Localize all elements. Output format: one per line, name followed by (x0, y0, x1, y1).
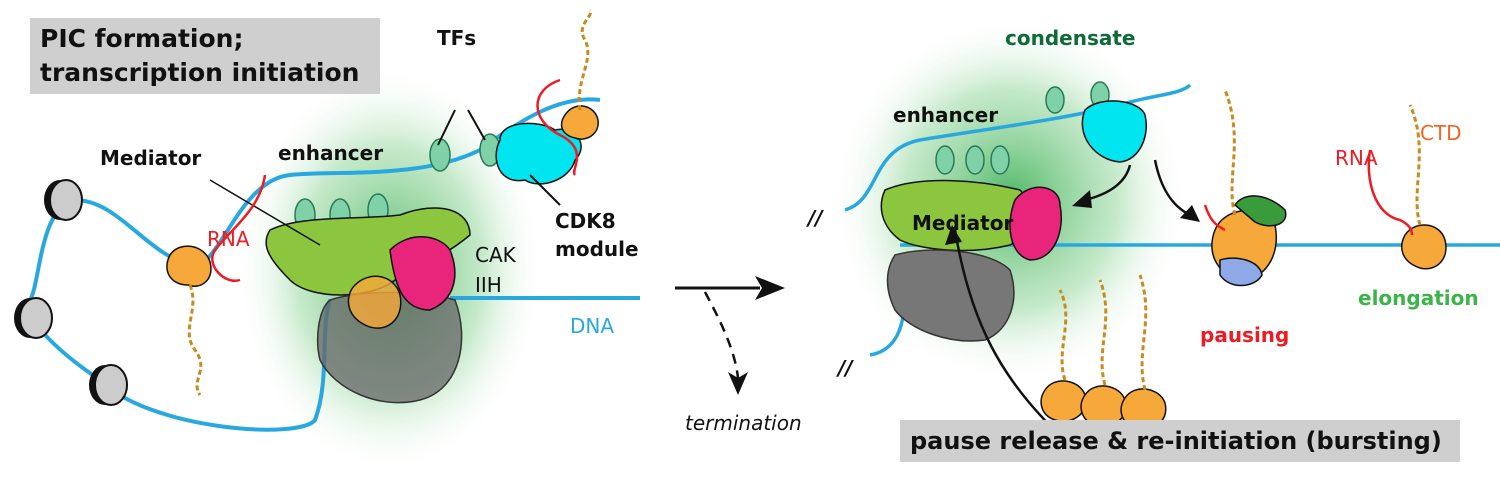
arrowhead (1180, 205, 1200, 222)
cdk8-module-right (1081, 100, 1147, 163)
tfs-pointer (437, 109, 486, 146)
title-text: pause release & re-initiation (bursting) (910, 427, 1442, 455)
main-arrowhead (755, 276, 785, 300)
label-iih: IIH (475, 273, 502, 297)
ctd-tail-left (187, 284, 203, 396)
pol2-top (560, 105, 599, 140)
dna-break-mark: // (836, 356, 854, 380)
pol2-released-left (166, 245, 212, 287)
arrowhead (1072, 190, 1092, 208)
nelf-dsif (1234, 195, 1287, 227)
right-panel-title: pause release & re-initiation (bursting) (900, 420, 1460, 462)
label-cdk8-line2: module (555, 237, 639, 261)
dna-break-mark: // (806, 206, 824, 230)
termination-arrowhead (728, 372, 748, 395)
ctd-elongation (1408, 104, 1422, 226)
ctd-tails (1058, 274, 1148, 391)
tfiih-left (389, 236, 456, 311)
label-dna: DNA (570, 314, 614, 338)
label-cdk8-line1: CDK8 (555, 209, 616, 233)
tfiih-right (1009, 186, 1062, 261)
mediator-pointer (209, 179, 321, 246)
label-rna-left: RNA (207, 227, 250, 251)
mediator-right (880, 179, 1032, 252)
nucleosome-icon (89, 364, 128, 406)
label-enhancer-right: enhancer (893, 103, 998, 127)
pause-factor (1219, 257, 1263, 287)
elongating-pol2 (1401, 224, 1447, 270)
title-line-2: transcription initiation (40, 58, 360, 87)
arrowhead (945, 225, 962, 245)
ctd-pausing (1223, 89, 1237, 216)
rna-strand-top (536, 78, 579, 176)
label-pausing: pausing (1200, 323, 1289, 347)
label-tfs: TFs (437, 26, 476, 50)
label-mediator-left: Mediator (100, 146, 201, 170)
label-enhancer-left: enhancer (278, 141, 383, 165)
cdk8-pointer (529, 174, 561, 206)
termination-arrow (703, 291, 740, 379)
pol2-left (347, 275, 402, 329)
label-ctd: CTD (1420, 121, 1462, 145)
rna-strand-left (211, 174, 267, 283)
title-line-1: PIC formation; (40, 24, 244, 53)
label-termination: termination (685, 411, 802, 435)
cdk8-module (495, 122, 582, 185)
label-mediator-right: Mediator (912, 211, 1013, 235)
label-elongation: elongation (1358, 286, 1479, 310)
label-cak: CAK (475, 243, 517, 267)
rna-elongation (1367, 149, 1414, 236)
rna-pausing (1203, 204, 1226, 232)
nucleosome-icon (44, 179, 83, 221)
left-panel-title: PIC formation; transcription initiation (30, 18, 380, 94)
nucleosome-icon (14, 297, 53, 339)
pol2-queue (1040, 380, 1167, 430)
label-rna-right: RNA (1335, 146, 1378, 170)
ctd-tail-top (577, 8, 593, 111)
label-condensate: condensate (1005, 26, 1135, 50)
